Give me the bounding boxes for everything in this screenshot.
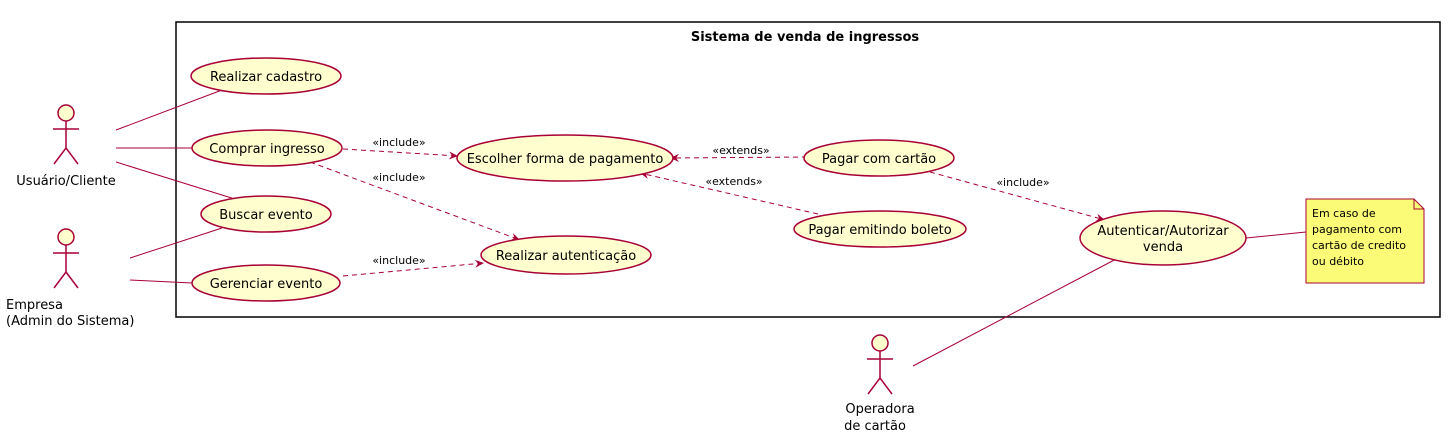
assoc-empresa-gerenciar	[129, 279, 193, 284]
usecase-comprar-ingresso[interactable]: Comprar ingresso	[191, 129, 343, 167]
assoc-operadora-autenticar	[912, 257, 1119, 367]
usecase-label: Pagar emitindo boleto	[808, 223, 951, 238]
usecase-label: Realizar cadastro	[210, 70, 322, 85]
relation-label-extends: «extends»	[705, 175, 762, 188]
dependencies	[309, 148, 1106, 277]
actor-label-line: de cartão	[844, 419, 906, 434]
relation-label-extends: «extends»	[712, 144, 769, 157]
system-boundary: Sistema de venda de ingressos	[175, 21, 1441, 318]
dep-cartao-autenticar	[929, 171, 1106, 222]
usecase-realizar-autenticacao[interactable]: Realizar autenticação	[480, 235, 652, 275]
system-title: Sistema de venda de ingressos	[691, 30, 920, 45]
usecase-escolher-forma-pagamento[interactable]: Escolher forma de pagamento	[456, 134, 674, 182]
dep-comprar-autenticacao	[309, 161, 521, 241]
assoc-empresa-buscar	[129, 227, 223, 259]
note-connector	[1245, 231, 1307, 239]
actor-label-line: (Admin do Sistema)	[6, 314, 134, 329]
usecase-pagar-boleto[interactable]: Pagar emitindo boleto	[793, 210, 967, 248]
use-cases: Realizar cadastro Comprar ingresso Busca…	[190, 57, 1247, 302]
usecase-realizar-cadastro[interactable]: Realizar cadastro	[190, 57, 342, 95]
actor-operadora[interactable]: Operadora de cartão	[844, 334, 915, 434]
assoc-usuario-cadastro	[115, 89, 223, 131]
usecase-buscar-evento[interactable]: Buscar evento	[200, 195, 332, 233]
actor-label: Usuário/Cliente	[16, 174, 115, 189]
relation-labels: «include» «include» «include» «extends» …	[372, 136, 1049, 267]
usecase-label-line: venda	[1143, 240, 1183, 255]
usecase-label: Realizar autenticação	[496, 249, 636, 264]
usecase-gerenciar-evento[interactable]: Gerenciar evento	[191, 264, 341, 302]
actor-usuario-cliente[interactable]: Usuário/Cliente	[16, 104, 116, 189]
usecase-label: Buscar evento	[219, 208, 313, 223]
note-line: Em caso de	[1312, 207, 1376, 220]
usecase-label: Comprar ingresso	[209, 142, 324, 157]
usecase-pagar-cartao[interactable]: Pagar com cartão	[803, 139, 955, 177]
dep-gerenciar-autenticacao	[342, 259, 485, 277]
usecase-label: Escolher forma de pagamento	[467, 152, 664, 167]
relation-label-include: «include»	[372, 254, 425, 267]
relation-label-include: «include»	[996, 176, 1049, 189]
actor-label-line: Operadora	[845, 402, 914, 417]
note-line: cartão de credito	[1312, 239, 1406, 252]
associations	[115, 89, 1307, 367]
note: Em caso de pagamento com cartão de credi…	[1305, 198, 1425, 284]
actor-empresa[interactable]: Empresa (Admin do Sistema)	[6, 228, 134, 329]
usecase-autenticar-venda[interactable]: Autenticar/Autorizar venda	[1079, 210, 1247, 266]
dep-cartao-escolher	[669, 153, 808, 162]
dep-boleto-escolher	[639, 171, 819, 215]
usecase-label-line: Autenticar/Autorizar	[1097, 224, 1229, 239]
usecase-label: Pagar com cartão	[822, 152, 936, 167]
assoc-usuario-buscar	[115, 161, 239, 201]
note-line: ou débito	[1312, 255, 1364, 268]
dep-comprar-escolher	[342, 148, 459, 160]
relation-label-include: «include»	[372, 136, 425, 149]
note-line: pagamento com	[1312, 223, 1402, 236]
usecase-label: Gerenciar evento	[210, 277, 323, 292]
actor-label-line: Empresa	[6, 298, 63, 313]
relation-label-include: «include»	[372, 171, 425, 184]
